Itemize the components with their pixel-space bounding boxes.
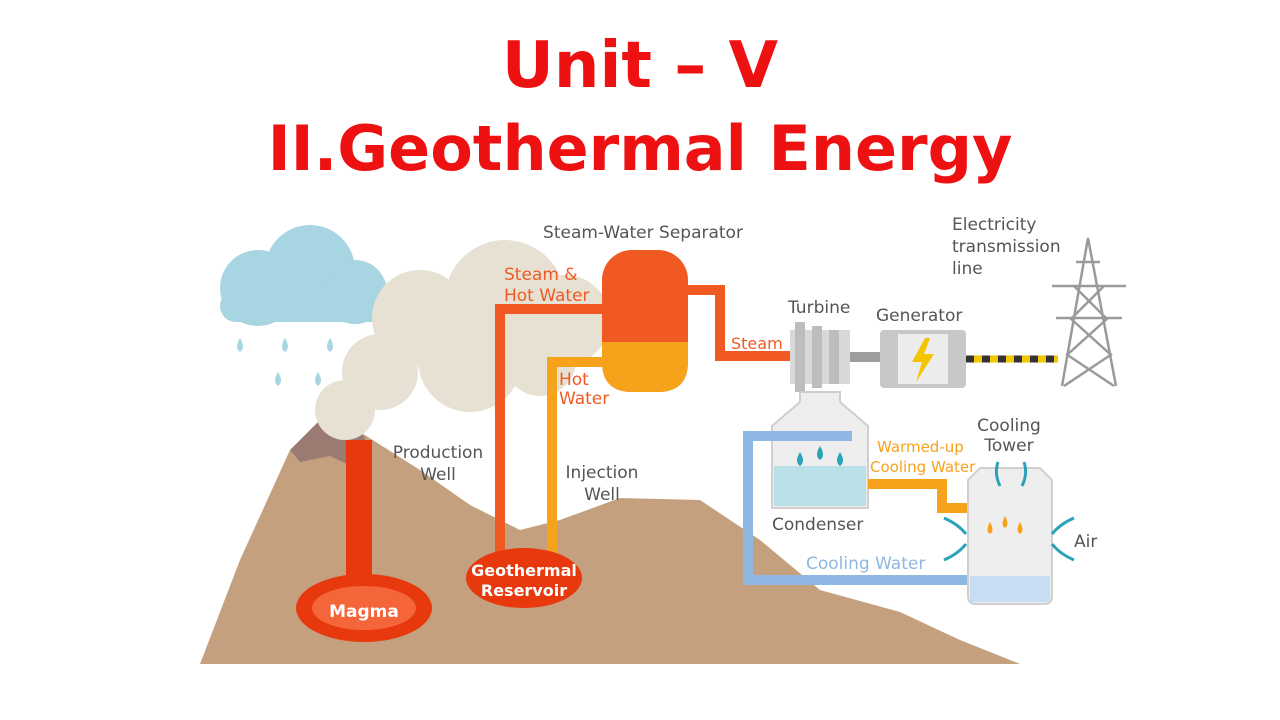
condenser-label: Condenser — [772, 515, 863, 535]
warmed-up-label-line1: Warmed-up — [877, 438, 964, 456]
electricity-label-line3: line — [952, 259, 983, 279]
generator-label: Generator — [876, 306, 962, 326]
steam-cloud — [315, 240, 610, 440]
steam-hot-water-label-line2: Hot Water — [504, 286, 590, 306]
magma-chamber — [296, 440, 432, 642]
geothermal-reservoir — [466, 548, 582, 608]
hot-water-label-line2: Water — [559, 389, 609, 409]
air-label: Air — [1074, 532, 1097, 552]
rain-cloud — [220, 225, 388, 326]
cooling-tower-label-line2: Tower — [983, 436, 1033, 456]
hot-water-label-line1: Hot — [559, 370, 589, 390]
injection-well-pipe — [547, 357, 606, 560]
electricity-label-line2: transmission — [952, 237, 1061, 257]
cooling-tower — [967, 467, 1053, 605]
steam-label: Steam — [731, 334, 783, 353]
steam-water-separator — [602, 250, 688, 392]
injection-well-label-line2: Well — [584, 485, 620, 505]
transmission-tower — [1052, 237, 1126, 388]
magma-label: Magma — [329, 602, 399, 622]
production-well-label-line1: Production — [393, 443, 483, 463]
steam-hot-water-label-line1: Steam & — [504, 265, 578, 285]
turbine-label: Turbine — [787, 298, 850, 318]
air-arrows — [943, 461, 1075, 562]
electricity-label-line1: Electricity — [952, 215, 1036, 235]
separator-label: Steam-Water Separator — [543, 223, 743, 243]
production-well-pipe — [495, 304, 606, 560]
cooling-water-pipe — [743, 431, 972, 585]
reservoir-label-line2: Reservoir — [481, 581, 567, 600]
generator — [880, 330, 966, 388]
title-unit: Unit – V — [501, 29, 779, 103]
production-well-label-line2: Well — [420, 465, 456, 485]
cooling-tower-label-line1: Cooling — [977, 416, 1041, 436]
turbine — [790, 322, 882, 392]
reservoir-label-line1: Geothermal — [471, 561, 577, 580]
steam-pipe — [688, 285, 790, 361]
injection-well-label-line1: Injection — [566, 463, 639, 483]
cooling-tower-droplets — [987, 516, 1023, 534]
title-topic: II.Geothermal Energy — [267, 112, 1013, 185]
warmed-up-label-line2: Cooling Water — [870, 458, 976, 476]
cooling-water-label: Cooling Water — [806, 554, 925, 574]
condenser-droplets — [797, 446, 843, 466]
